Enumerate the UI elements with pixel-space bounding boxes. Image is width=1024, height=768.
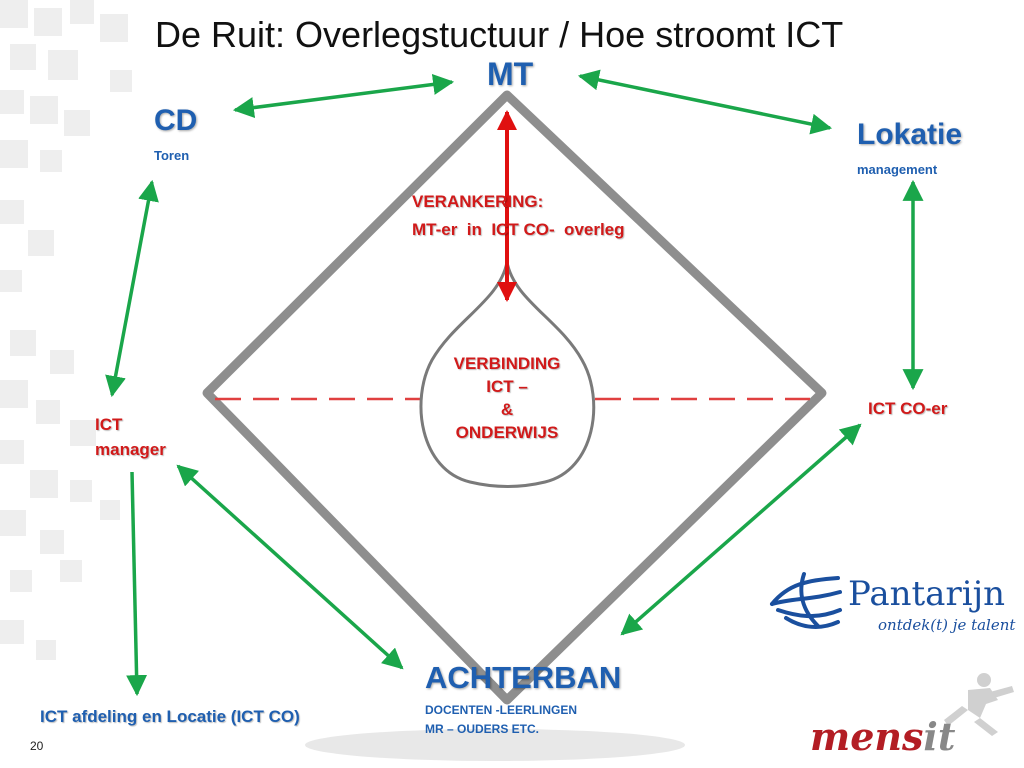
arrow-ictmanager-afdeling bbox=[126, 471, 148, 697]
verbinding-line1: VERBINDING bbox=[453, 354, 561, 373]
verankering-label: VERANKERING: bbox=[412, 192, 544, 211]
page-number: 20 bbox=[30, 739, 44, 753]
running-figure-icon bbox=[944, 673, 1014, 736]
arrow-ictmanager-achterban bbox=[176, 464, 404, 670]
arrow-ictco-achterban bbox=[620, 423, 862, 636]
pantarijn-wave-icon bbox=[770, 572, 842, 629]
node-lokatie-sub: management bbox=[857, 162, 938, 177]
verbinding-line4: ONDERWIJS bbox=[455, 423, 559, 442]
mensit-part2: it bbox=[923, 714, 956, 759]
pantarijn-tagline: ontdek(t) je talent bbox=[878, 616, 1016, 634]
node-ict-manager: ICT manager bbox=[95, 412, 166, 462]
mensit-part1: mens bbox=[810, 714, 924, 759]
verbinding-block: VERBINDING ICT – & ONDERWIJS bbox=[430, 352, 584, 444]
node-cd-sub: Toren bbox=[154, 148, 190, 163]
ict-manager-line1: ICT bbox=[95, 415, 123, 434]
verbinding-line3: & bbox=[500, 400, 514, 419]
ict-manager-line2: manager bbox=[95, 440, 166, 459]
pantarijn-logo: Pantarijn ontdek(t) je talent bbox=[768, 566, 1018, 646]
mensit-wordmark: mensit bbox=[810, 714, 955, 759]
verbinding-line2: ICT – bbox=[486, 377, 528, 396]
mensit-logo: mensit bbox=[800, 670, 1020, 765]
node-lokatie: Lokatie bbox=[857, 118, 963, 151]
achterban-sub1: DOCENTEN -LEERLINGEN bbox=[425, 703, 578, 717]
page-title: De Ruit: Overlegstuctuur / Hoe stroomt I… bbox=[155, 14, 844, 55]
pantarijn-name: Pantarijn bbox=[848, 574, 1006, 614]
diamond-shape bbox=[202, 90, 827, 705]
achterban-sub2: MR – OUDERS ETC. bbox=[425, 722, 540, 736]
node-cd: CD bbox=[154, 104, 198, 137]
node-mt: MT bbox=[487, 56, 534, 92]
node-ict-afdeling: ICT afdeling en Locatie (ICT CO) bbox=[40, 707, 300, 726]
verankering-desc: MT-er in ICT CO- overleg bbox=[412, 220, 625, 239]
arrow-mt-lokatie bbox=[577, 69, 833, 135]
node-achterban: ACHTERBAN bbox=[425, 660, 622, 695]
droplet-shape bbox=[419, 261, 596, 488]
node-ict-co-er: ICT CO-er bbox=[868, 399, 948, 418]
arrow-cd-mt bbox=[232, 74, 455, 118]
arrow-cd-ictmanager bbox=[105, 179, 159, 398]
